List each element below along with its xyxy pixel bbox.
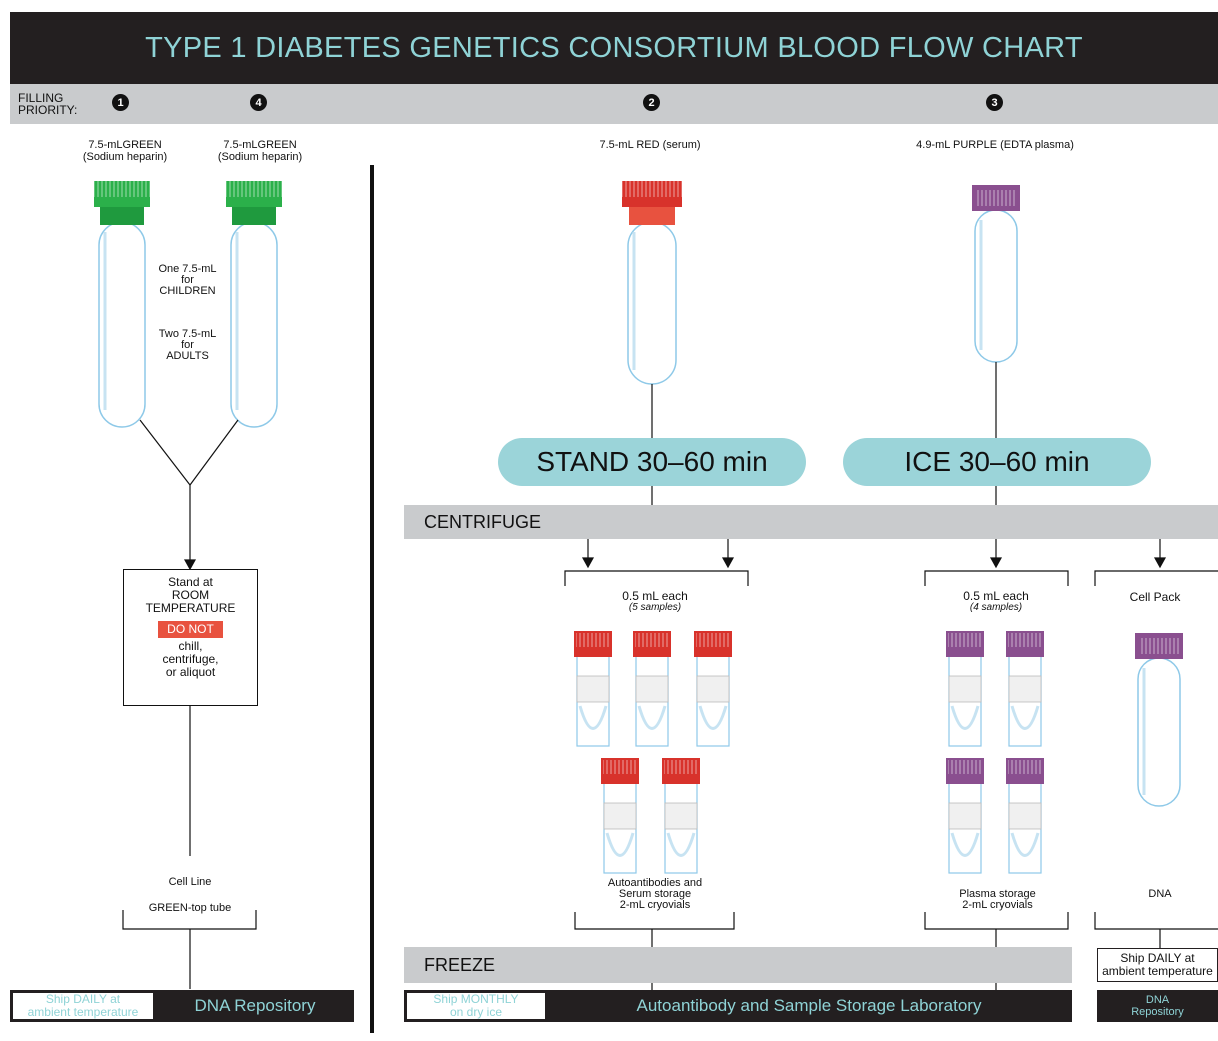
plasma-storage-label: Plasma storage 2-mL cryovials [930,889,1065,911]
plasma-storage-line1: Plasma storage [959,888,1036,900]
room-temperature-box: Stand at ROOM TEMPERATURE DO NOT chill, … [123,569,258,706]
ship-daily-right-line2: ambient temperature [1102,964,1213,978]
plasma-group-title: 0.5 mL each [963,589,1029,603]
green-tube-1-additive: (Sodium heparin) [82,151,168,163]
dna-repository-right-line2: Repository [1131,1006,1184,1018]
centrifuge-band: CENTRIFUGE [404,505,1218,539]
room-box-line5: centrifuge, [162,652,219,666]
priority-label-line2: PRIORITY: [18,103,78,117]
room-box-line4: chill, [178,639,203,653]
priority-number-2: 2 [643,94,660,111]
green-tube-2-volume: 7.5-mLGREEN [223,139,297,151]
dna-repository-right: DNA Repository [1097,990,1218,1022]
dna-label: DNA [1148,888,1172,900]
shipping-bar-middle: Ship MONTHLY on dry ice Autoantibody and… [404,990,1072,1022]
serum-storage-label: Autoantibodies and Serum storage 2-mL cr… [580,878,730,911]
room-box-line2: ROOM [171,588,210,602]
adults-note: Two 7.5-mL for ADULTS [150,329,225,362]
adults-note-line3: ADULTS [166,350,209,362]
children-note-line2: for [181,274,194,286]
filling-priority-bar [10,84,1218,124]
dna-repository-right-line1: DNA [1145,994,1170,1006]
purple-tube-label: 4.9-mL PURPLE (EDTA plasma) [916,139,1074,151]
freeze-band: FREEZE [404,947,1072,983]
ship-monthly-line1: Ship MONTHLY [433,992,519,1006]
serum-storage-line1: Autoantibodies and [607,877,703,889]
cell-pack-label: Cell Pack [1129,590,1181,604]
filling-priority-label: FILLING PRIORITY: [18,92,77,116]
serum-storage-line2: Serum storage [618,888,692,900]
serum-group-count: (5 samples) [628,602,682,613]
priority-number-1: 1 [112,94,129,111]
children-note-line1: One 7.5-mL [158,263,217,275]
red-tube-label: 7.5-mL RED (serum) [599,139,701,151]
purple-tube [972,185,1020,363]
ship-daily-right-line1: Ship DAILY at [1120,951,1195,965]
priority-number-4: 4 [250,94,267,111]
priority-number-3: 3 [986,94,1003,111]
ice-step: ICE 30–60 min [843,438,1151,486]
sample-storage-laboratory: Autoantibody and Sample Storage Laborato… [636,996,982,1015]
room-box-line1: Stand at [168,575,213,589]
cell-pack-tube [1135,633,1183,807]
room-box-line6: or aliquot [165,665,216,679]
dna-repository-left: DNA Repository [194,996,316,1015]
ship-daily-left-line1: Ship DAILY at [45,992,121,1006]
green-tube-1-label: 7.5-mLGREEN (Sodium heparin) [60,139,190,163]
children-note: One 7.5-mL for CHILDREN [150,264,225,297]
serum-group-title: 0.5 mL each [622,589,688,603]
ship-daily-left-line2: ambient temperature [27,1005,139,1019]
shipping-bar-left: Ship DAILY at ambient temperature DNA Re… [10,990,354,1022]
plasma-storage-line2: 2-mL cryovials [962,899,1033,911]
serum-storage-line3: 2-mL cryovials [619,899,691,911]
green-top-tube-label: GREEN-top tube [148,902,232,914]
plasma-group-header: 0.5 mL each (4 samples) [936,590,1056,613]
children-note-line3: CHILDREN [159,285,216,297]
adults-note-line2: for [181,339,194,351]
green-tube-2-label: 7.5-mLGREEN (Sodium heparin) [195,139,325,163]
ship-monthly-line2: on dry ice [449,1005,503,1019]
priority-label-line1: FILLING [18,91,64,105]
ship-monthly-box: Ship MONTHLY on dry ice [406,992,546,1020]
stand-step: STAND 30–60 min [498,438,806,486]
do-not-badge: DO NOT [158,621,223,638]
ship-daily-box-left: Ship DAILY at ambient temperature [12,992,154,1020]
red-tube [622,181,682,385]
serum-cryovials [574,631,732,874]
green-connectors [122,419,257,989]
green-tube-1-volume: 7.5-mLGREEN [88,139,162,151]
plasma-group-count: (4 samples) [969,602,1023,613]
serum-group-header: 0.5 mL each (5 samples) [595,590,715,613]
green-tube-1 [94,181,150,428]
ship-daily-box-right: Ship DAILY at ambient temperature [1097,948,1218,982]
green-tube-2 [226,181,282,428]
page-title: TYPE 1 DIABETES GENETICS CONSORTIUM BLOO… [10,12,1218,84]
plasma-cryovials [946,631,1044,874]
adults-note-line1: Two 7.5-mL [158,328,217,340]
room-box-line3: TEMPERATURE [145,601,236,615]
green-tube-2-additive: (Sodium heparin) [217,151,303,163]
cell-line-label: Cell Line [168,876,212,888]
